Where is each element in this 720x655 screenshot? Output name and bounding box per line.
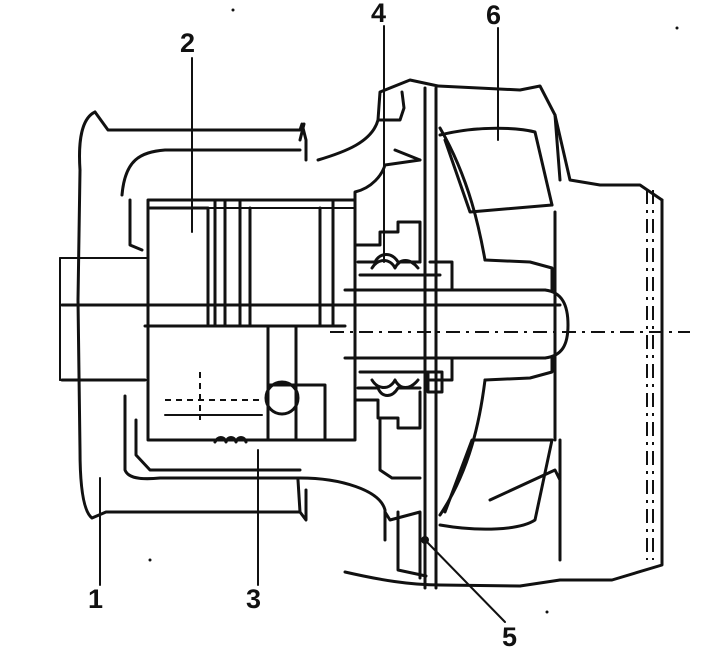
lower-gear-part-3 (123, 324, 387, 542)
label-part-6: 6 (486, 0, 501, 30)
scan-specks (148, 8, 679, 614)
seal-plate-part-5 (421, 86, 438, 590)
label-part-3: 3 (246, 584, 261, 614)
pump-housing-part-1 (59, 110, 308, 522)
leader-lines (99, 25, 506, 623)
mechanical-seal-part-4 (353, 220, 454, 430)
label-part-5: 5 (502, 622, 517, 652)
middle-casing (316, 78, 522, 588)
gear-block-part-2 (120, 148, 357, 442)
impeller-part-6 (436, 84, 664, 588)
label-part-1: 1 (88, 584, 103, 614)
label-part-4: 4 (371, 0, 386, 28)
leader-5 (424, 539, 506, 623)
pump-shaft (60, 288, 690, 382)
label-part-2: 2 (180, 28, 195, 58)
